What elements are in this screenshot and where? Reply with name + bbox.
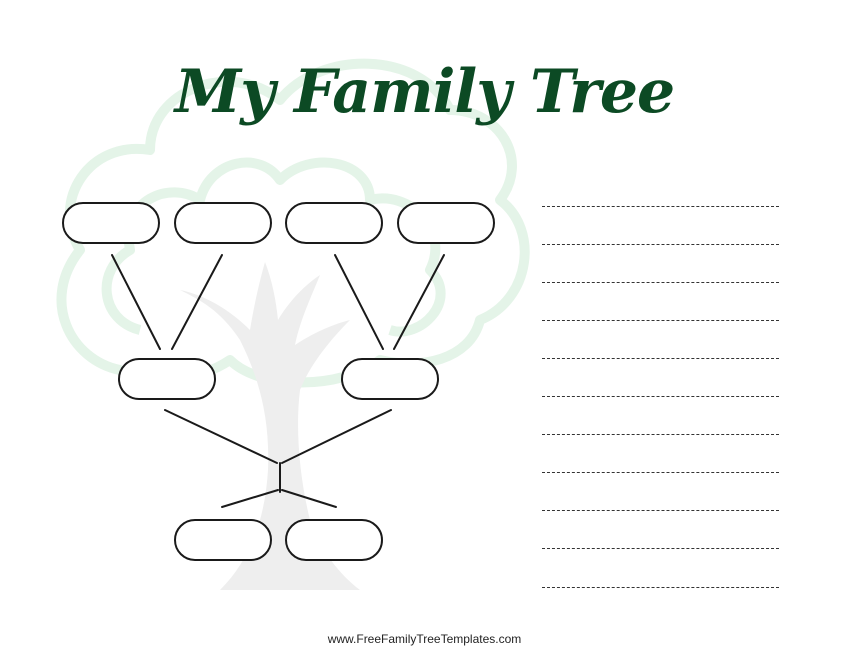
tree-trunk xyxy=(180,262,360,590)
name-box-gen1-4[interactable] xyxy=(397,202,495,244)
note-line[interactable] xyxy=(542,587,779,588)
note-line[interactable] xyxy=(542,548,779,549)
note-line[interactable] xyxy=(542,244,779,245)
note-line[interactable] xyxy=(542,282,779,283)
page-title: My Family Tree xyxy=(174,57,675,127)
note-line[interactable] xyxy=(542,206,779,207)
name-box-gen3-2[interactable] xyxy=(285,519,383,561)
name-box-gen2-1[interactable] xyxy=(118,358,216,400)
name-box-gen1-3[interactable] xyxy=(285,202,383,244)
note-line[interactable] xyxy=(542,510,779,511)
note-line[interactable] xyxy=(542,434,779,435)
name-box-gen3-1[interactable] xyxy=(174,519,272,561)
name-box-gen1-2[interactable] xyxy=(174,202,272,244)
note-line[interactable] xyxy=(542,320,779,321)
note-line[interactable] xyxy=(542,396,779,397)
footer-website: www.FreeFamilyTreeTemplates.com xyxy=(327,632,522,646)
name-box-gen2-2[interactable] xyxy=(341,358,439,400)
note-line[interactable] xyxy=(542,472,779,473)
note-line[interactable] xyxy=(542,358,779,359)
name-box-gen1-1[interactable] xyxy=(62,202,160,244)
